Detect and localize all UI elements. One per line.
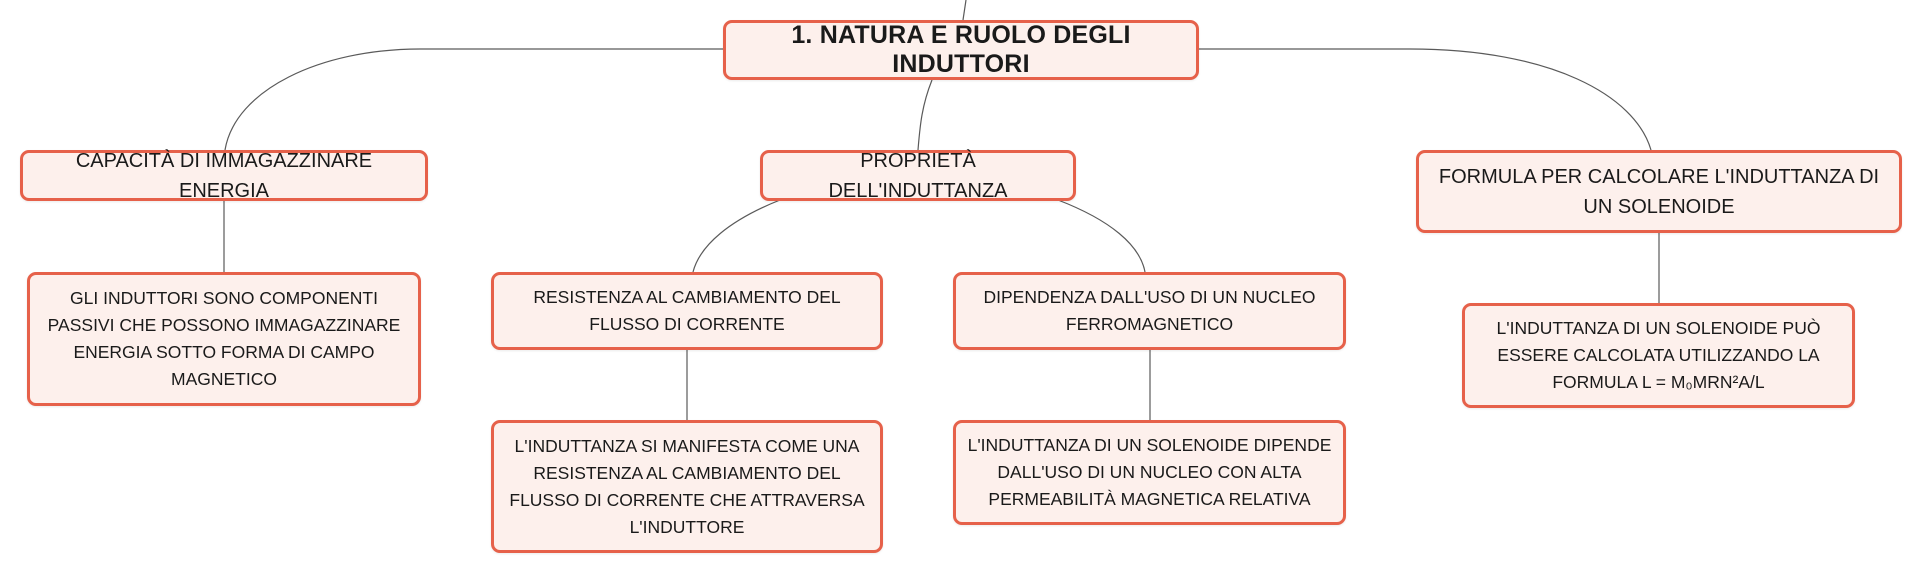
resistance-node[interactable]: RESISTENZA AL CAMBIAMENTO DEL FLUSSO DI … xyxy=(491,272,883,350)
resistance-detail-text: L'INDUTTANZA SI MANIFESTA COME UNA RESIS… xyxy=(509,435,865,537)
connector-root-to-properties xyxy=(917,79,933,151)
resistance-detail-node[interactable]: L'INDUTTANZA SI MANIFESTA COME UNA RESIS… xyxy=(491,420,883,553)
branch-formula-node[interactable]: FORMULA PER CALCOLARE L'INDUTTANZA DI UN… xyxy=(1416,150,1902,233)
resistance-label: RESISTENZA AL CAMBIAMENTO DEL FLUSSO DI … xyxy=(533,287,841,334)
root-node-label: 1. NATURA E RUOLO DEGLI INDUTTORI xyxy=(791,21,1131,78)
connector-properties-to-resistance xyxy=(692,199,781,273)
formula-detail-node[interactable]: L'INDUTTANZA DI UN SOLENOIDE PUÒ ESSERE … xyxy=(1462,303,1855,408)
branch-capacity-node[interactable]: CAPACITÀ DI IMMAGAZZINARE ENERGIA xyxy=(20,150,428,202)
core-detail-text: L'INDUTTANZA DI UN SOLENOIDE DIPENDE DAL… xyxy=(967,435,1332,509)
core-node[interactable]: DIPENDENZA DALL'USO DI UN NUCLEO FERROMA… xyxy=(953,272,1346,350)
capacity-detail-node[interactable]: GLI INDUTTORI SONO COMPONENTI PASSIVI CH… xyxy=(27,272,421,406)
core-label: DIPENDENZA DALL'USO DI UN NUCLEO FERROMA… xyxy=(983,287,1316,334)
branch-capacity-label: CAPACITÀ DI IMMAGAZZINARE ENERGIA xyxy=(75,149,373,202)
branch-properties-label: PROPRIETÀ DELL'INDUTTANZA xyxy=(828,149,1008,202)
core-detail-node[interactable]: L'INDUTTANZA DI UN SOLENOIDE DIPENDE DAL… xyxy=(953,420,1346,525)
branch-properties-node[interactable]: PROPRIETÀ DELL'INDUTTANZA xyxy=(760,150,1076,202)
capacity-detail-text: GLI INDUTTORI SONO COMPONENTI PASSIVI CH… xyxy=(47,288,401,389)
connector-root-to-capacity xyxy=(224,48,723,151)
formula-detail-text: L'INDUTTANZA DI UN SOLENOIDE PUÒ ESSERE … xyxy=(1496,318,1821,392)
connector-root-to-formula xyxy=(1198,48,1652,151)
root-node[interactable]: 1. NATURA E RUOLO DEGLI INDUTTORI xyxy=(723,20,1199,80)
connector-parent-to-root xyxy=(962,0,967,21)
connector-properties-to-core xyxy=(1057,199,1146,273)
branch-formula-label: FORMULA PER CALCOLARE L'INDUTTANZA DI UN… xyxy=(1438,165,1880,218)
